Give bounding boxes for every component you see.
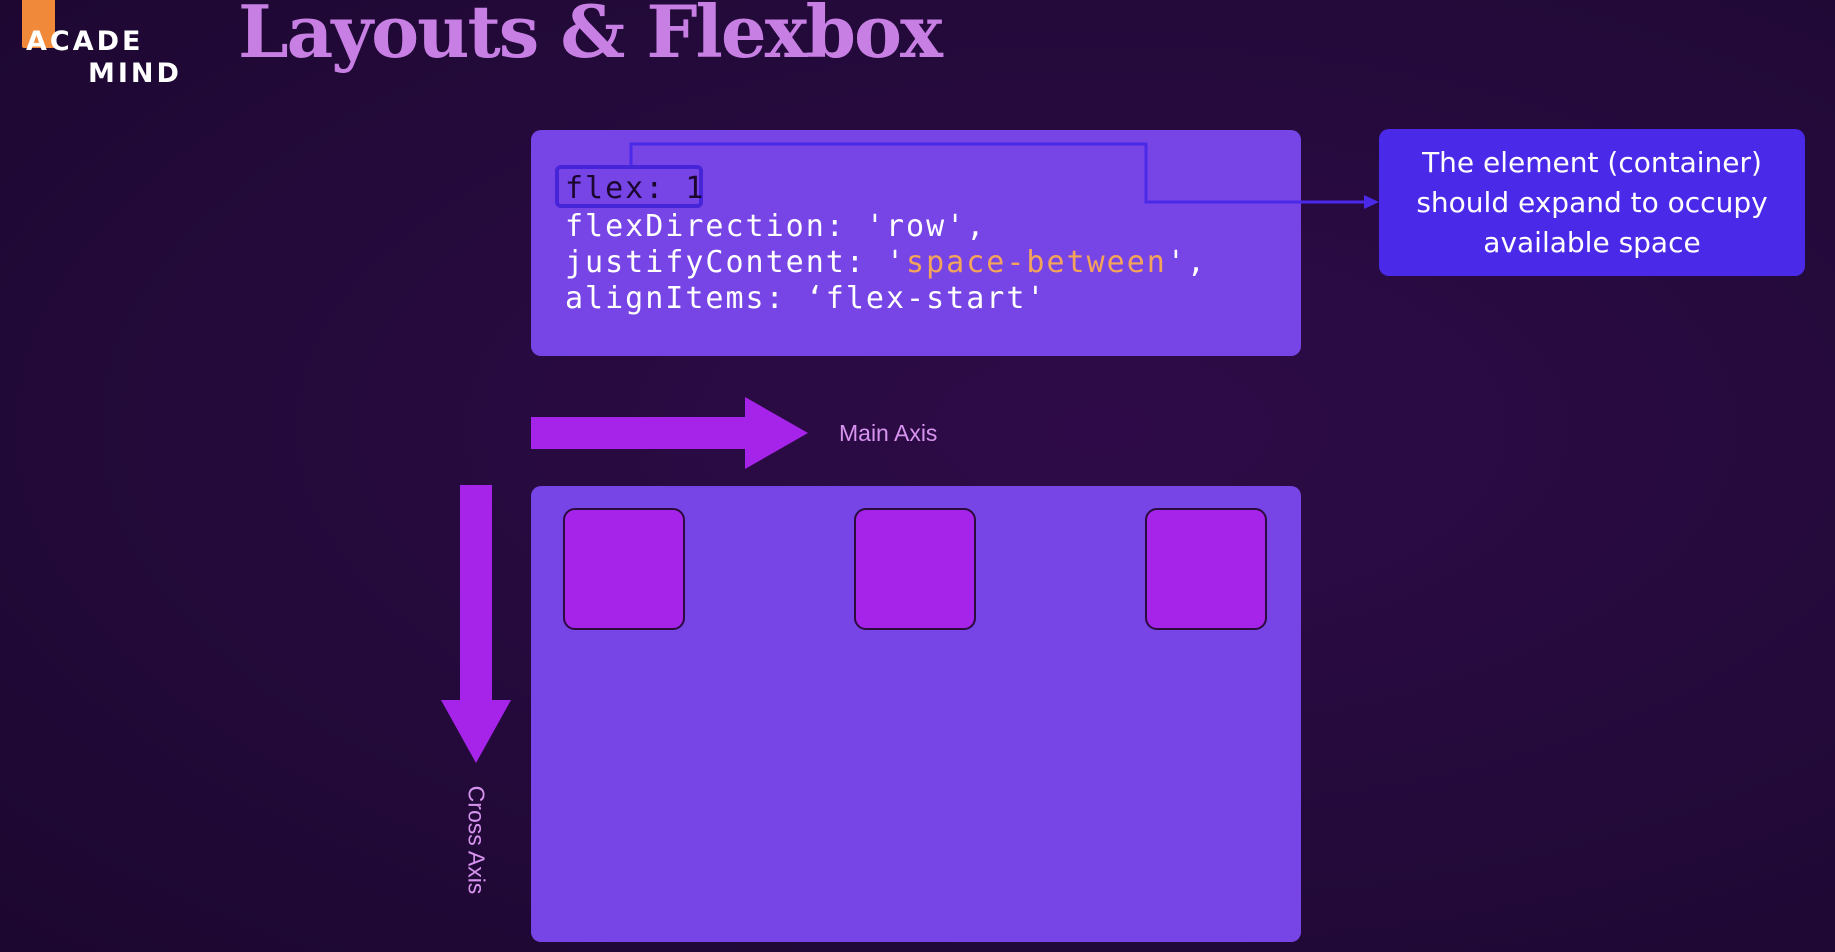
main-axis-label: Main Axis	[839, 420, 938, 446]
logo-text-line2: MIND	[88, 58, 182, 89]
code-line-flex-direction: flexDirection: 'row',	[565, 209, 987, 244]
academind-logo: ACADE MIND	[22, 0, 182, 90]
code-box: flex: 1 flexDirection: 'row',justifyCont…	[531, 130, 1301, 356]
code-justify-value: space-between	[906, 245, 1167, 280]
flex-item-2	[854, 508, 976, 630]
code-line-spacer	[565, 173, 1207, 209]
code-line-justify-content: justifyContent: 'space-between',	[565, 245, 1207, 281]
cross-axis-arrow-icon	[441, 485, 511, 763]
slide-title: Layouts & Flexbox	[238, 0, 943, 74]
flex-item-1	[563, 508, 685, 630]
main-axis-arrow-icon	[531, 397, 808, 469]
code-lines: flexDirection: 'row',justifyContent: 'sp…	[565, 173, 1207, 317]
logo-bookmark-shape	[22, 0, 55, 48]
code-justify-prefix: justifyContent: '	[565, 245, 907, 280]
explanation-box: The element (container) should expand to…	[1379, 129, 1805, 276]
code-line-align-items: alignItems: ‘flex-start'	[565, 281, 1047, 316]
logo-text-line1: ACADE	[26, 26, 144, 57]
code-justify-suffix: ',	[1166, 245, 1207, 280]
flex-container-demo	[531, 486, 1301, 942]
explanation-text: The element (container) should expand to…	[1416, 145, 1768, 259]
cross-axis-label: Cross Axis	[463, 785, 490, 895]
flex-item-3	[1145, 508, 1267, 630]
